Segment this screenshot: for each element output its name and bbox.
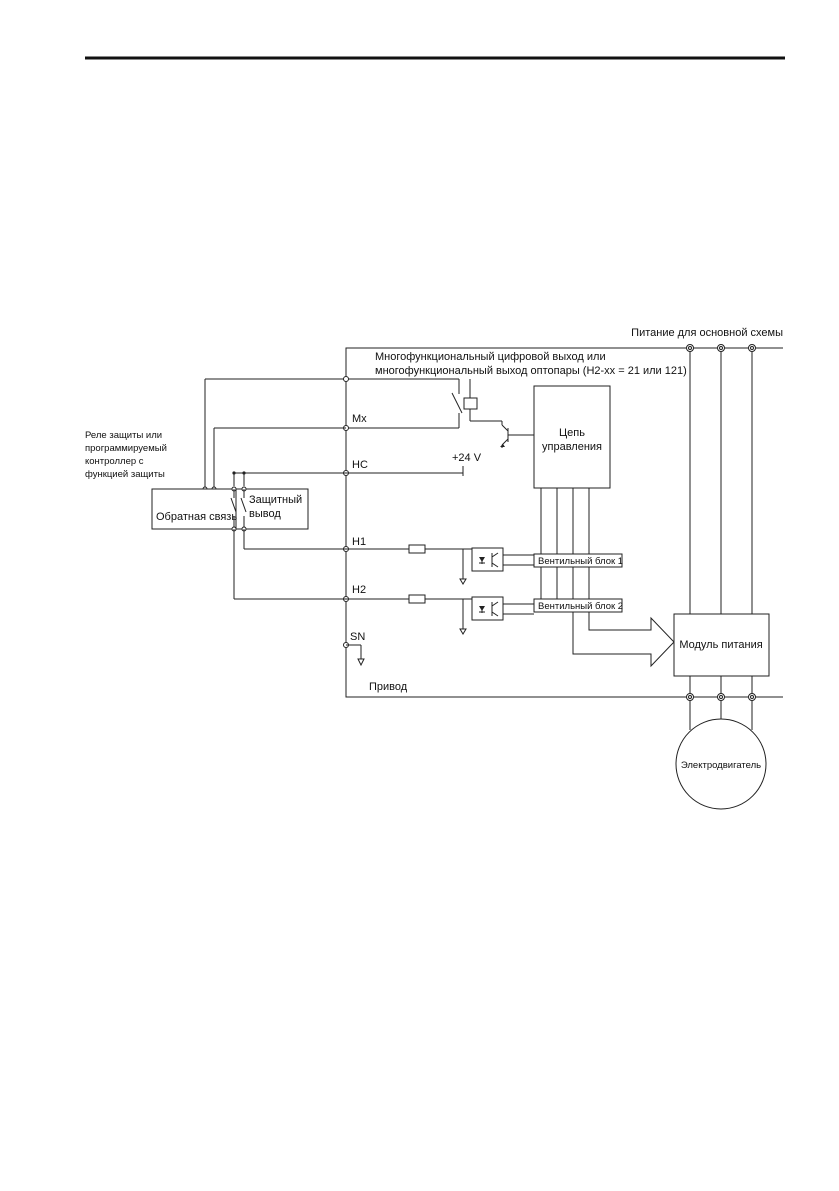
gate-signal-arrow xyxy=(572,612,675,668)
terminal-h2: H2 xyxy=(352,584,366,596)
motor-symbol xyxy=(675,718,767,810)
control-circuit-line2: управления xyxy=(542,441,602,453)
control-to-gate-lines xyxy=(540,488,590,599)
h1-optocoupler-path xyxy=(346,544,534,585)
terminal-sn: SN xyxy=(350,631,365,643)
terminal-hc: HC xyxy=(352,459,368,471)
multifunction-output-line1: Многофункциональный цифровой выход или xyxy=(375,351,606,363)
relay-label-line3: контроллер с xyxy=(85,456,144,467)
relay-label-line1: Реле защиты или xyxy=(85,430,162,441)
drive-enclosure xyxy=(345,347,783,698)
drive-label: Привод xyxy=(369,681,408,693)
feedback-label: Обратная связь xyxy=(156,511,237,523)
safety-contacts xyxy=(230,471,346,600)
motor-output-lines xyxy=(686,676,756,730)
relay-label-line2: программируемый xyxy=(85,443,167,454)
relay-label-line4: функцией защиты xyxy=(85,469,165,480)
gate-block-1-box xyxy=(533,553,623,568)
multifunction-output-line2: многофункциональный выход оптопары (H2-x… xyxy=(375,365,687,377)
terminal-h1: H1 xyxy=(352,536,366,548)
main-power-label: Питание для основной схемы xyxy=(631,327,783,339)
safety-output-box xyxy=(235,488,309,530)
power-module-label: Модуль питания xyxy=(679,639,762,651)
mx-feedback-wire xyxy=(202,379,346,492)
sn-ground xyxy=(346,644,365,667)
main-power-lines xyxy=(686,344,756,614)
supply-24v-label: +24 V xyxy=(452,452,482,464)
safety-output-line2: вывод xyxy=(249,508,281,520)
control-circuit-box xyxy=(533,385,611,489)
motor-label: Электродвигатель xyxy=(681,760,761,771)
feedback-box xyxy=(151,488,237,530)
control-circuit-line1: Цепь xyxy=(559,427,585,439)
relay-contact-circuit xyxy=(205,378,534,448)
terminal-mx: Mx xyxy=(352,413,367,425)
gate-block-2-box xyxy=(533,598,623,613)
gate-block-1: Вентильный блок 1 xyxy=(538,556,623,567)
power-module-box xyxy=(673,613,770,677)
h2-optocoupler-path xyxy=(346,594,534,635)
safety-output-line1: Защитный xyxy=(249,494,302,506)
hc-supply-line xyxy=(234,466,464,476)
gate-block-2: Вентильный блок 2 xyxy=(538,601,623,612)
